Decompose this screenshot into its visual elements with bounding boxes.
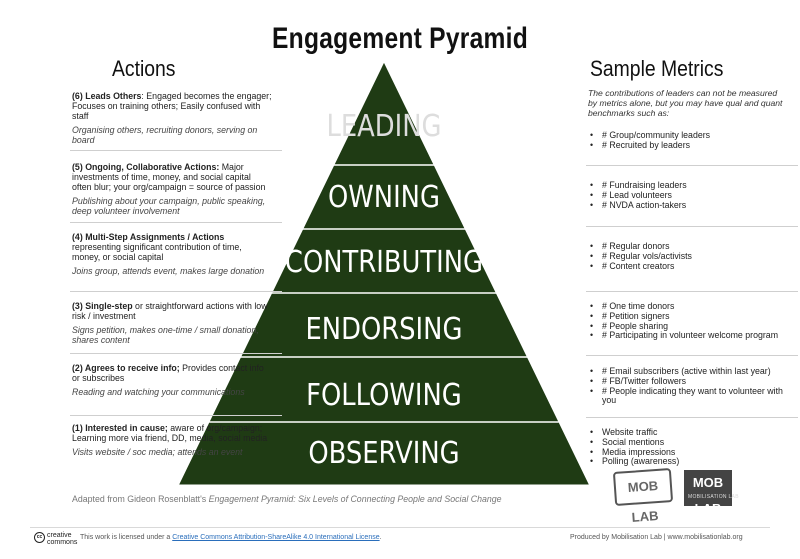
- action-title: (2) Agrees to receive info;: [72, 363, 180, 373]
- action-example: Publishing about your campaign, public s…: [72, 196, 266, 216]
- list-item: # People indicating they want to volunte…: [590, 386, 790, 407]
- action-desc: aware of org/campaign; Learning more via…: [72, 423, 268, 443]
- action-title: (1) Interested in cause;: [72, 423, 168, 433]
- list-item: # Recruited by leaders: [590, 140, 790, 151]
- page-title: Engagement Pyramid: [272, 22, 528, 55]
- action-desc: Major investments of time, money, and so…: [72, 162, 266, 192]
- row-divider: [70, 222, 282, 223]
- list-item: # NVDA action-takers: [590, 200, 790, 211]
- action-desc: representing significant contribution of…: [72, 242, 242, 262]
- produced-by: Produced by Mobilisation Lab | www.mobil…: [570, 534, 743, 541]
- pyramid-triangle: [179, 62, 589, 485]
- action-example: Reading and watching your communications: [72, 387, 245, 397]
- row-divider: [586, 355, 798, 356]
- list-item: Polling (awareness): [590, 457, 790, 467]
- list-item: # Petition signers: [590, 311, 790, 322]
- pyramid-label-endorsing: ENDORSING: [306, 311, 463, 346]
- list-item: # People sharing: [590, 321, 790, 332]
- action-example: Visits website / soc media; attends an e…: [72, 447, 243, 457]
- action-level-3: (3) Single-step or straightforward actio…: [72, 301, 272, 345]
- mobilisation-lab-logo: MOB LAB: [612, 468, 674, 525]
- action-level-4: (4) Multi-Step Assignments / Actions rep…: [72, 232, 272, 276]
- list-item: # One time donors: [590, 301, 790, 312]
- list-item: Social mentions: [590, 437, 790, 448]
- action-desc: or straightforward actions with low risk…: [72, 301, 268, 321]
- license-link[interactable]: Creative Commons Attribution-ShareAlike …: [172, 534, 380, 541]
- action-level-1: (1) Interested in cause; aware of org/ca…: [72, 423, 272, 457]
- action-example: Joins group, attends event, makes large …: [72, 266, 265, 276]
- metrics-contributing: # Regular donors # Regular vols/activist…: [590, 241, 790, 272]
- metrics-following: # Email subscribers (active within last …: [590, 366, 790, 407]
- list-item: # Content creators: [590, 261, 790, 272]
- row-divider: [70, 291, 282, 292]
- attribution-prefix: Adapted from Gideon Rosenblatt's: [72, 494, 209, 504]
- action-desc: : Engaged becomes the engager; Focuses o…: [72, 91, 272, 121]
- pyramid-label-observing: OBSERVING: [308, 435, 459, 470]
- list-item: # FB/Twitter followers: [590, 376, 790, 387]
- row-divider: [70, 415, 282, 416]
- footer-divider: [30, 527, 770, 528]
- row-divider: [70, 150, 282, 151]
- row-divider: [586, 226, 798, 227]
- list-item: # Group/community leaders: [590, 130, 790, 141]
- action-desc: Provides contact info or subscribes: [72, 363, 264, 383]
- metrics-endorsing: # One time donors # Petition signers # P…: [590, 301, 790, 341]
- action-level-6: (6) Leads Others: Engaged becomes the en…: [72, 91, 272, 145]
- pyramid-label-leading: LEADING: [326, 108, 441, 143]
- row-divider: [586, 165, 798, 166]
- mobilisation-lab-logo-subtitle: MOBILISATION LAB: [688, 494, 739, 500]
- cc-icon: cc: [34, 532, 45, 543]
- cc-line2: commons: [47, 539, 78, 546]
- action-title: (6) Leads Others: [72, 91, 142, 101]
- list-item: # Regular donors: [590, 241, 790, 252]
- metrics-leading: # Group/community leaders # Recruited by…: [590, 130, 790, 151]
- metrics-intro: The contributions of leaders can not be …: [588, 88, 783, 118]
- row-divider: [70, 353, 282, 354]
- list-item: # Email subscribers (active within last …: [590, 366, 790, 377]
- list-item: # Participating in volunteer welcome pro…: [590, 331, 790, 341]
- license-suffix: .: [379, 534, 382, 541]
- list-item: Media impressions: [590, 447, 790, 458]
- action-example: Signs petition, makes one-time / small d…: [72, 325, 259, 345]
- list-item: Website traffic: [590, 427, 790, 438]
- row-divider: [586, 417, 798, 418]
- pyramid-label-owning: OWNING: [328, 179, 440, 214]
- actions-heading: Actions: [112, 56, 176, 81]
- action-title: (4) Multi-Step Assignments / Actions: [72, 232, 225, 242]
- metrics-heading: Sample Metrics: [590, 56, 724, 81]
- action-title: (3) Single-step: [72, 301, 133, 311]
- pyramid-dividers: [209, 164, 559, 423]
- attribution-work: Engagement Pyramid: Six Levels of Connec…: [208, 494, 502, 504]
- action-example: Organising others, recruiting donors, se…: [72, 125, 258, 145]
- action-level-2: (2) Agrees to receive info; Provides con…: [72, 363, 272, 397]
- license-notice: This work is licensed under a Creative C…: [80, 534, 382, 541]
- cc-line1: creative: [47, 532, 72, 539]
- row-divider: [586, 291, 798, 292]
- pyramid-label-following: FOLLOWING: [306, 377, 462, 412]
- metrics-observing: Website traffic Social mentions Media im…: [590, 427, 790, 467]
- license-prefix: This work is licensed under a: [80, 534, 173, 541]
- action-title: (5) Ongoing, Collaborative Actions:: [72, 162, 220, 172]
- action-level-5: (5) Ongoing, Collaborative Actions: Majo…: [72, 162, 272, 216]
- pyramid-label-contributing: CONTRIBUTING: [285, 244, 483, 279]
- list-item: # Lead volunteers: [590, 190, 790, 201]
- mobilisation-lab-logo-dark: MOB LAB: [684, 470, 732, 516]
- list-item: # Regular vols/activists: [590, 251, 790, 262]
- list-item: # Fundraising leaders: [590, 180, 790, 191]
- metrics-owning: # Fundraising leaders # Lead volunteers …: [590, 180, 790, 211]
- attribution: Adapted from Gideon Rosenblatt's Engagem…: [72, 494, 502, 504]
